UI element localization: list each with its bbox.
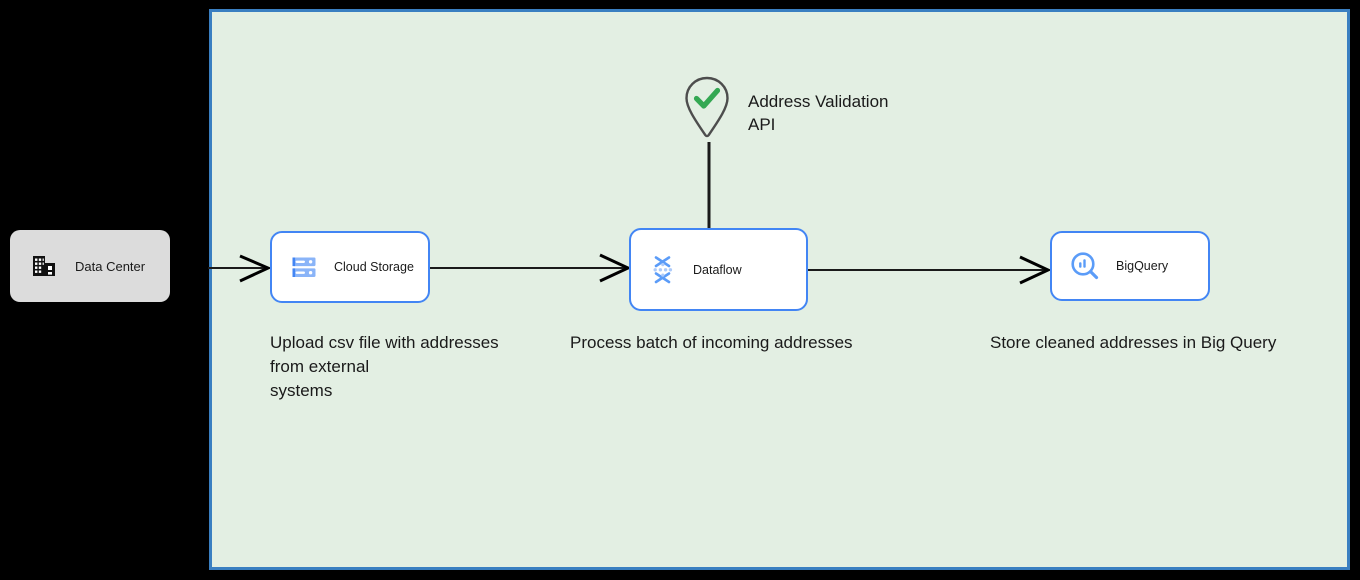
caption-cloud-storage: Upload csv file with addresses from exte… [270,333,499,400]
dataflow-icon [649,255,677,285]
node-label-dataflow: Dataflow [693,262,742,277]
location-pin-check-icon [684,76,730,138]
node-label-data-center: Data Center [75,258,146,274]
node-bigquery[interactable]: BigQuery [1050,231,1210,301]
caption-dataflow: Process batch of incoming addresses [570,333,853,352]
node-dataflow[interactable]: Dataflow [629,228,808,311]
bigquery-icon [1070,251,1100,281]
caption-bigquery: Store cleaned addresses in Big Query [990,333,1277,352]
node-data-center[interactable]: Data Center [10,230,170,302]
node-label-bigquery: BigQuery [1116,259,1169,273]
cloud-storage-icon [290,253,318,281]
external-api-label: Address Validation API [748,92,889,134]
node-cloud-storage[interactable]: Cloud Storage [270,231,430,303]
node-label-cloud-storage: Cloud Storage [334,260,414,274]
data-center-building-icon [31,253,57,279]
